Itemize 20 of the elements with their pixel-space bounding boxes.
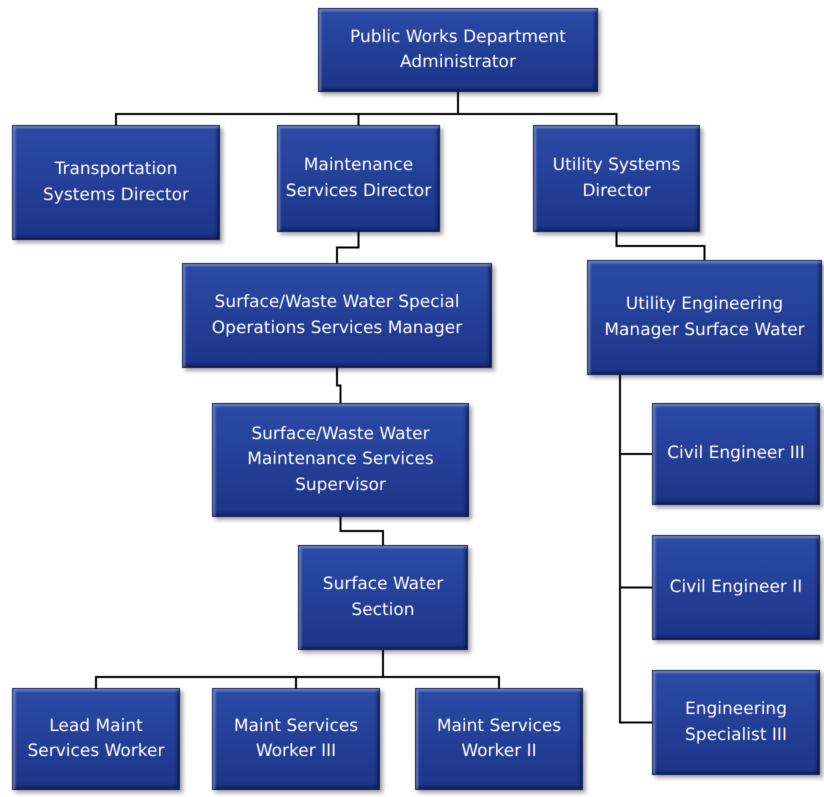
org-box: Maintenance Services Director xyxy=(277,125,440,232)
connector-line xyxy=(336,232,360,263)
org-box: Maint Services Worker III xyxy=(212,688,380,790)
connector-line xyxy=(340,517,384,545)
connector-line xyxy=(616,232,706,260)
org-box: Civil Engineer II xyxy=(652,535,820,640)
org-box: Surface/Waste Water Special Operations Services Manager xyxy=(182,263,492,368)
org-box: Transportation Systems Director xyxy=(12,125,220,240)
org-box: Lead Maint Services Worker xyxy=(12,688,180,790)
org-box: Public Works Department Administrator xyxy=(318,8,598,92)
org-box: Utility Engineering Manager Surface Water xyxy=(587,260,822,375)
org-box: Civil Engineer III xyxy=(652,403,820,505)
org-box: Utility Systems Director xyxy=(533,125,700,232)
connector-line xyxy=(457,92,618,125)
org-box: Engineering Specialist III xyxy=(652,670,820,775)
org-box: Maint Services Worker II xyxy=(415,688,583,790)
org-box: Surface Water Section xyxy=(298,545,468,650)
org-box: Surface/Waste Water Maintenance Services Supervisor xyxy=(212,403,469,517)
connector-line xyxy=(619,375,652,724)
connector-line xyxy=(336,368,342,403)
